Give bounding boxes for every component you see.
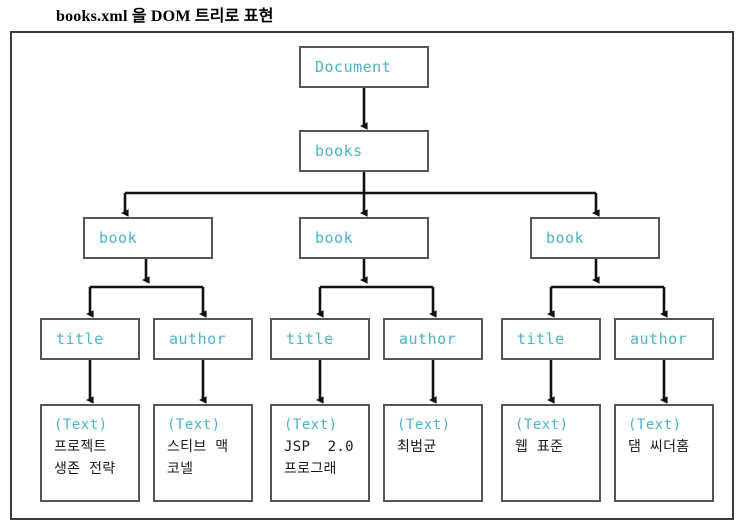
text-node-line: 프로그래 [284, 461, 337, 477]
node-author-1[interactable]: author [153, 318, 253, 360]
text-node-line: 웹 표준 [515, 439, 564, 455]
text-node-label: (Text) [167, 417, 221, 433]
node-author-3[interactable]: author [614, 318, 714, 360]
text-node-line: 코넬 [167, 461, 194, 477]
node-book-3[interactable]: book [530, 217, 660, 259]
node-text-3[interactable]: (Text) JSP 2.0 프로그래 [270, 404, 370, 502]
node-title-2[interactable]: title [270, 318, 370, 360]
text-node-line: 댐 씨더홈 [628, 439, 690, 455]
node-text-6[interactable]: (Text) 댐 씨더홈 [614, 404, 714, 502]
text-node-line: 최범균 [397, 439, 437, 455]
text-node-line: 프로젝트 [54, 439, 107, 455]
text-node-line: JSP 2.0 [284, 439, 354, 455]
node-books[interactable]: books [299, 130, 429, 172]
text-node-line: 생존 전략 [54, 461, 116, 477]
node-book-1[interactable]: book [83, 217, 213, 259]
node-text-5[interactable]: (Text) 웹 표준 [501, 404, 601, 502]
text-node-line: 스티브 맥 [167, 439, 229, 455]
text-node-label: (Text) [54, 417, 108, 433]
text-node-label: (Text) [284, 417, 338, 433]
node-title-1[interactable]: title [40, 318, 140, 360]
text-node-label: (Text) [628, 417, 682, 433]
node-text-2[interactable]: (Text) 스티브 맥 코넬 [153, 404, 253, 502]
node-text-4[interactable]: (Text) 최범균 [383, 404, 483, 502]
node-book-2[interactable]: book [299, 217, 429, 259]
diagram-caption: books.xml 을 DOM 트리로 표현 [56, 8, 274, 25]
node-title-3[interactable]: title [501, 318, 601, 360]
text-node-label: (Text) [515, 417, 569, 433]
node-text-1[interactable]: (Text) 프로젝트 생존 전략 [40, 404, 140, 502]
node-document[interactable]: Document [299, 46, 429, 88]
node-author-2[interactable]: author [383, 318, 483, 360]
text-node-label: (Text) [397, 417, 451, 433]
